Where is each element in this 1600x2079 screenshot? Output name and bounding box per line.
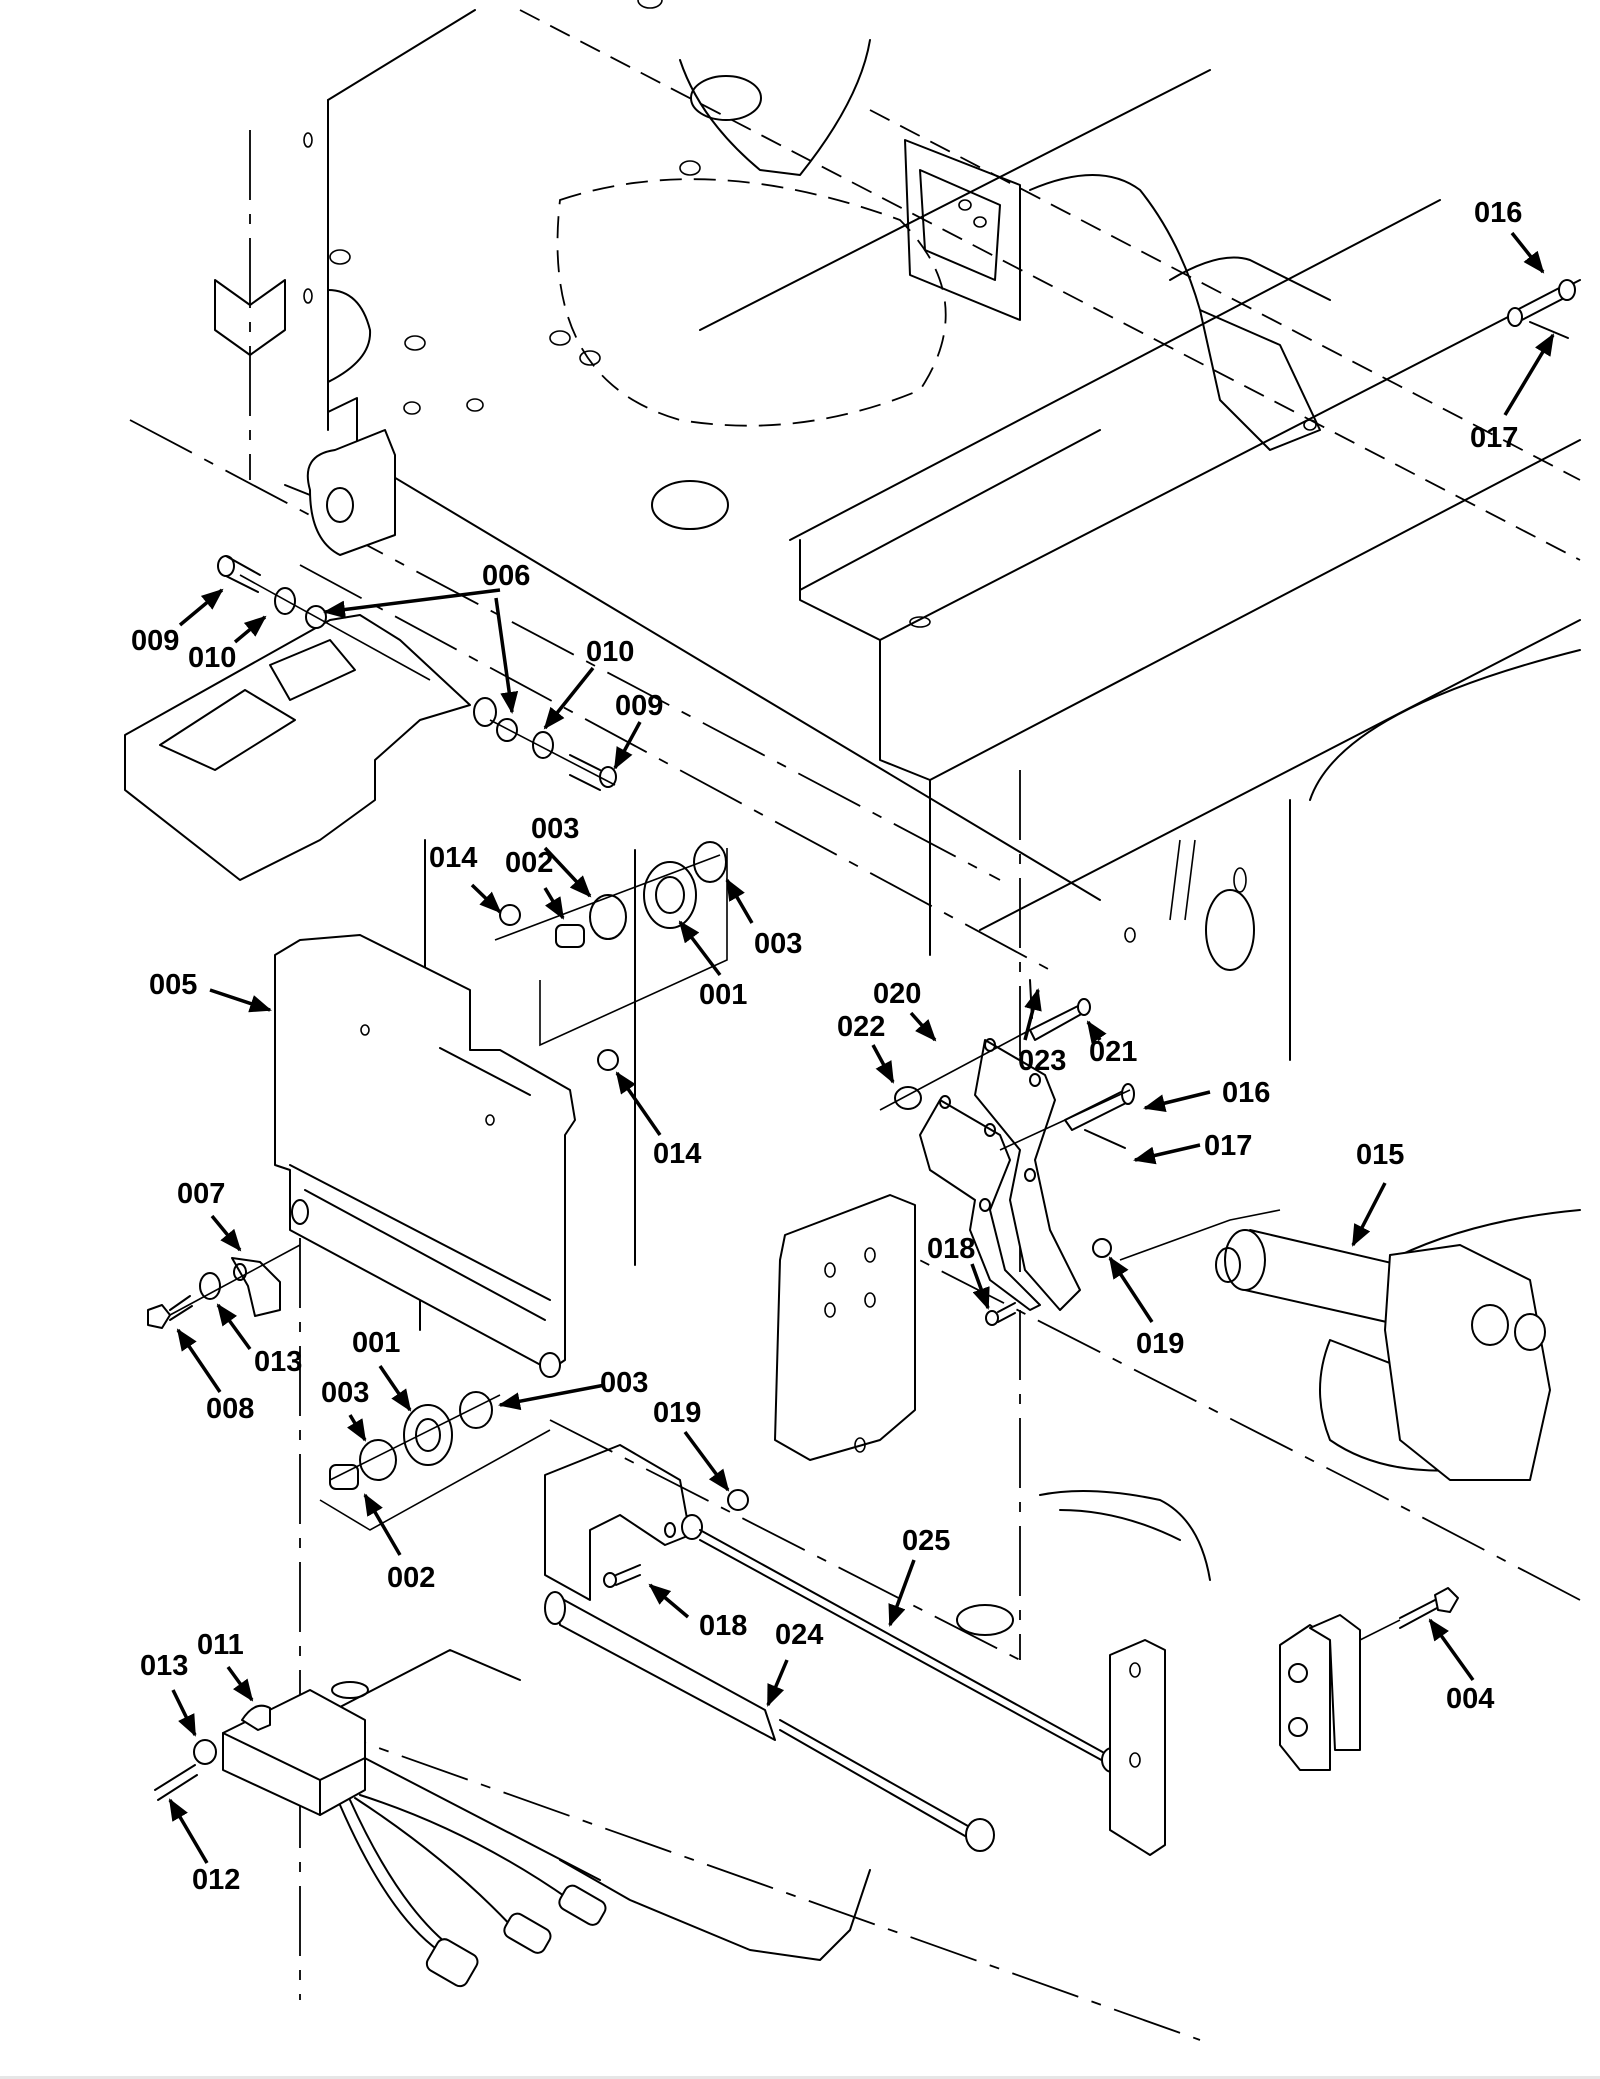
center-plate [544, 1194, 916, 1601]
plate-hole-large [651, 480, 729, 530]
cable-and-spring [544, 1529, 1123, 1852]
callout-010: 010 [188, 642, 236, 674]
callout-015: 015 [1356, 1139, 1404, 1171]
callout-002: 002 [387, 1562, 435, 1594]
nut [597, 1049, 619, 1071]
lower-right-bracket [1039, 1490, 1459, 1856]
callout-005: 005 [149, 969, 197, 1001]
callout-014: 014 [653, 1138, 701, 1170]
hardware-upper-right [489, 718, 617, 791]
washer [199, 1272, 221, 1300]
mounting-housing [274, 934, 576, 1378]
nut [1288, 1717, 1308, 1737]
clamp-hardware [147, 1244, 301, 1329]
bushing [496, 718, 518, 742]
nut [727, 1489, 749, 1511]
floor-pan [299, 1419, 1201, 2041]
ball-stud-mid [603, 1302, 1016, 1588]
chassis-frame [129, 0, 1581, 2000]
callout-003: 003 [754, 928, 802, 960]
washer [274, 587, 296, 615]
callout-020: 020 [873, 978, 921, 1010]
callout-003: 003 [321, 1377, 369, 1409]
callout-labels: 016 017 006 009 010 010 009 014 003 002 … [131, 197, 1522, 1896]
bushing-flange [459, 1391, 493, 1429]
callout-010: 010 [586, 636, 634, 668]
callout-013: 013 [254, 1346, 302, 1378]
callout-019: 019 [1136, 1328, 1184, 1360]
callout-016: 016 [1474, 197, 1522, 229]
washer [193, 1739, 217, 1765]
bushing-hole [473, 697, 497, 727]
callout-007: 007 [177, 1178, 225, 1210]
lever-plate-assembly [879, 979, 1135, 1311]
callout-017: 017 [1204, 1130, 1252, 1162]
callout-013: 013 [140, 1650, 188, 1682]
plate-hole-large [690, 75, 762, 121]
callout-021: 021 [1089, 1036, 1137, 1068]
callout-006: 006 [482, 560, 530, 592]
callout-016: 016 [1222, 1077, 1270, 1109]
callout-arrows [168, 231, 1555, 1864]
clevis-pin-top [1507, 279, 1576, 339]
callout-002: 002 [505, 847, 553, 879]
callout-014: 014 [429, 842, 477, 874]
hardware-upper-left [217, 555, 431, 681]
callout-003: 003 [600, 1367, 648, 1399]
callout-024: 024 [775, 1619, 823, 1651]
pulley [643, 861, 697, 929]
pulley-stack-lower [319, 1391, 551, 1531]
washer [359, 1439, 397, 1481]
page-bottom-border [0, 2076, 1600, 2079]
upper-bracket [124, 614, 497, 881]
callout-019: 019 [653, 1397, 701, 1429]
callout-011: 011 [197, 1629, 244, 1661]
nut [499, 904, 521, 926]
callout-025: 025 [902, 1525, 950, 1557]
washer [589, 894, 627, 940]
callout-012: 012 [192, 1864, 240, 1896]
nut [1288, 1663, 1308, 1683]
callout-004: 004 [1446, 1683, 1494, 1715]
callout-022: 022 [837, 1011, 885, 1043]
hinge-lug [284, 429, 396, 556]
callout-001: 001 [352, 1327, 400, 1359]
nut [1092, 1238, 1112, 1258]
callout-018: 018 [699, 1610, 747, 1642]
callout-009: 009 [615, 690, 663, 722]
callout-008: 008 [206, 1393, 254, 1425]
callout-018: 018 [927, 1233, 975, 1265]
washer [532, 731, 554, 759]
pulley-stack-upper [494, 841, 728, 1071]
callout-017: 017 [1470, 422, 1518, 454]
callout-003: 003 [531, 813, 579, 845]
chevron-bracket [214, 279, 286, 356]
pulley [403, 1404, 453, 1466]
linear-actuator [1092, 1209, 1551, 1481]
callout-023: 023 [1018, 1045, 1066, 1077]
bushing-flange [693, 841, 727, 883]
callout-009: 009 [131, 625, 179, 657]
callout-001: 001 [699, 979, 747, 1011]
switch-module [154, 1689, 607, 1988]
eyelet [681, 1514, 703, 1540]
